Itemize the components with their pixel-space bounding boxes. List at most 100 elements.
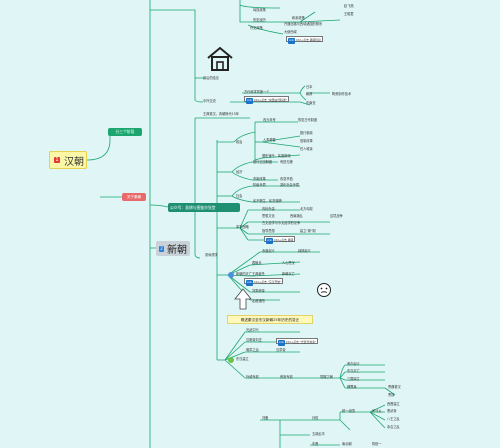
summary-banner[interactable]: 概述秦汉至东汉新朝25年历史的变迁 — [227, 315, 313, 324]
node-label[interactable]: 王昭君 — [344, 12, 354, 16]
node-label[interactable]: 陶瓷制作技术 — [332, 92, 352, 96]
han-label: 汉朝 — [64, 156, 84, 168]
node-label[interactable]: 曹操 — [388, 393, 395, 397]
xin-dynasty-node[interactable]: 2 新朝 — [156, 241, 190, 256]
node-label[interactable]: 建立"新"制 — [300, 229, 316, 233]
node-label[interactable]: 思想文化 — [262, 214, 275, 218]
node-label[interactable]: 赤眉起义 — [262, 249, 275, 253]
node-label[interactable]: 宦官专权 — [280, 375, 293, 379]
node-label[interactable]: 改变币值 — [280, 177, 293, 181]
node-label[interactable]: 魏蜀吴 — [347, 385, 357, 389]
face-icon — [317, 283, 331, 297]
node-label[interactable]: 东南亚 — [306, 101, 316, 105]
node-label[interactable]: 隋统一 — [372, 442, 382, 446]
node-label[interactable]: 和亲政策 — [292, 16, 305, 20]
node-label[interactable]: 朝鲜 — [306, 92, 313, 96]
node-label[interactable]: 人心思汉 — [282, 261, 295, 265]
node-label[interactable]: 汉明帝刘庄 — [246, 338, 262, 342]
node-label[interactable]: 刘秀称帝 — [252, 289, 265, 293]
node-label[interactable]: 南北朝 — [342, 442, 352, 446]
node-label[interactable]: 历史经历 — [253, 18, 266, 22]
node-label[interactable]: 黄巾起义 — [347, 362, 360, 366]
about-qin-node[interactable]: 关于秦朝 — [122, 193, 146, 201]
node-label[interactable]: 外戚专权 — [246, 375, 259, 379]
node-politics[interactable]: 政治 — [236, 140, 243, 144]
node-label[interactable]: 内忧外患 — [262, 207, 275, 211]
node-label[interactable]: 北方匈奴 — [300, 207, 313, 211]
node-label[interactable]: 指导思想 — [262, 229, 275, 233]
node-label[interactable]: 绿林起义 — [298, 249, 311, 253]
node-label[interactable]: 激化社会矛盾 — [280, 183, 300, 187]
node-label[interactable]: 三国鼎立 — [347, 377, 360, 381]
node-label[interactable]: 推行新政 — [300, 131, 313, 135]
node-label[interactable]: 古文经学与今文经学的论争 — [262, 221, 301, 225]
section-heading[interactable]: 王莽篡汉，改朝换代15年 — [203, 112, 239, 116]
node-economy[interactable]: 经济 — [236, 170, 243, 174]
bullet-icon — [228, 357, 234, 363]
node-label[interactable]: 王莽被杀 — [252, 272, 265, 276]
node-label[interactable]: 任人唯亲 — [300, 147, 313, 151]
node-label[interactable]: 党锢之祸 — [320, 375, 333, 379]
node-label[interactable]: 外交政策 — [250, 26, 263, 30]
node-label[interactable]: 民不聊生，民怨沸腾 — [253, 199, 282, 203]
xin-label: 新朝 — [167, 245, 187, 256]
node-label[interactable]: 西晋建立 — [387, 402, 400, 406]
node-label[interactable]: 日本 — [306, 85, 313, 89]
node-label[interactable]: 币制改革 — [253, 177, 266, 181]
number-badge: 2 — [159, 245, 164, 252]
home-icon[interactable] — [206, 46, 234, 72]
node-label[interactable]: 开通丝路与西域诸国的联系 — [284, 22, 323, 26]
node-label[interactable]: 中外交流 — [203, 99, 216, 103]
node-label[interactable]: 阶级矛盾 — [253, 183, 266, 187]
node-label[interactable]: 光武中兴 — [246, 328, 259, 332]
node-label[interactable]: 明章之治 — [246, 348, 259, 352]
node-label[interactable]: 边境战争 — [330, 214, 343, 218]
node-label[interactable]: 颁布律令，实施新政 — [262, 154, 291, 158]
node-label[interactable]: 八王之乱 — [387, 417, 400, 421]
node-label[interactable]: 有田无粮 — [280, 160, 293, 164]
node-label[interactable]: 曹魏篡汉 — [388, 385, 401, 389]
node-label[interactable]: 匈奴政策 — [253, 8, 266, 12]
bullet-icon — [228, 272, 234, 278]
three-stages-node[interactable]: 分三个阶段 — [108, 128, 142, 136]
node-label[interactable]: 定都洛阳 — [252, 299, 265, 303]
node-label[interactable]: 恢复古代制度 — [298, 118, 318, 122]
node-label[interactable]: 晋武帝 — [387, 409, 397, 413]
number-badge: 1 — [54, 157, 60, 163]
node-label[interactable]: 推行王田制度 — [253, 160, 273, 164]
node-label[interactable]: 改元年号 — [263, 118, 276, 122]
node-label[interactable]: 司马炎 — [372, 409, 382, 413]
node-label[interactable]: 崇尚儒学 — [205, 253, 218, 257]
node-label[interactable]: 永嘉之乱 — [387, 425, 400, 429]
node-label[interactable]: 舂陵兵 — [252, 261, 262, 265]
node-label[interactable]: 孙权 — [312, 416, 319, 420]
node-bottom-head[interactable]: 东汉建立 — [236, 357, 249, 361]
han-dynasty-node[interactable]: 1 汉朝 — [49, 151, 87, 169]
node-label[interactable]: 新朝灭亡 — [282, 272, 295, 276]
node-military[interactable]: 军事战略 — [236, 225, 249, 229]
arrow-up-icon — [234, 288, 252, 310]
node-label[interactable]: 五胡乱华 — [312, 432, 325, 436]
node-society[interactable]: 社会 — [236, 194, 243, 198]
node-label[interactable]: 人事更替 — [263, 138, 276, 142]
node-label[interactable]: 官制改革 — [300, 139, 313, 143]
node-decline[interactable]: 新朝的灭亡 — [236, 272, 252, 276]
node-label[interactable]: 大使西域 — [284, 30, 297, 34]
node-label[interactable]: 赵飞燕 — [344, 4, 354, 8]
public-account-node[interactable]: 公众号：慧辨与图鉴亦觉堂 — [168, 203, 240, 212]
node-label[interactable]: 汉章帝 — [276, 348, 286, 352]
node-label[interactable]: 东汉灭亡 — [347, 369, 360, 373]
node-label[interactable]: 西南叛乱 — [290, 214, 303, 218]
node-label[interactable]: 统一全国 — [342, 409, 355, 413]
node-label[interactable]: 最后的结论 — [203, 76, 219, 80]
node-label[interactable]: 刘备 — [262, 416, 269, 420]
node-label[interactable]: 东晋 — [312, 442, 319, 446]
node-label[interactable]: 古代科学的第一个 — [244, 90, 270, 94]
